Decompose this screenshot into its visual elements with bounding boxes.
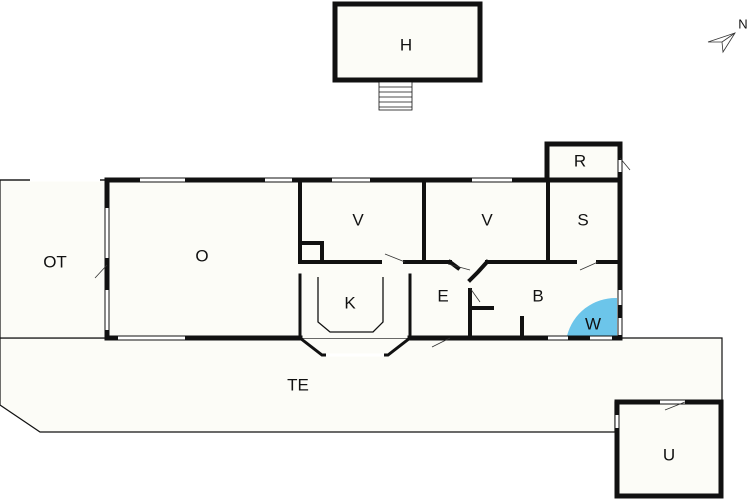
windows [30,160,622,357]
room-label-h: H [400,35,412,54]
room-label-o: O [195,246,208,265]
room-label-u: U [663,445,675,464]
room-label-ot: OT [43,252,67,271]
terrace-te [0,337,723,433]
room-label-v2: V [481,210,493,229]
doors [94,157,631,348]
room-label-v1: V [352,210,364,229]
room-label-r: R [574,151,586,170]
room-r [547,144,620,180]
north-arrow-icon [707,32,736,54]
stairs [378,81,413,111]
room-label-e: E [437,286,448,305]
room-label-k: K [344,293,356,312]
w-area [567,297,617,336]
room-label-s: S [577,210,588,229]
room-label-te: TE [287,375,309,394]
room-label-w: W [585,314,601,333]
main-house [107,180,620,338]
building-h [332,1,483,83]
room-ot [0,179,108,339]
kitchen-counter [317,277,384,333]
room-label-b: B [532,286,543,305]
north-label: N [738,16,747,31]
